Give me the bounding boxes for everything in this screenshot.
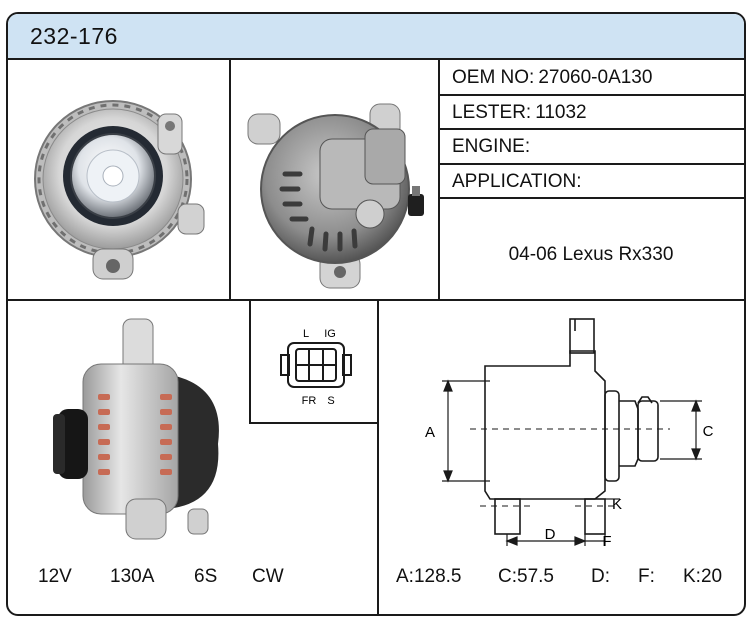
voltage-value: 12V [38,566,72,587]
oem-field: OEM NO:27060-0A130 [452,67,652,89]
divider-info-4 [438,197,744,199]
lester-field: LESTER:11032 [452,102,587,124]
pin-ig-label: IG [324,328,336,340]
header-bar: 232-176 [8,14,744,60]
rotation-value: CW [252,566,284,587]
dim-k-label: K [612,496,622,513]
dim-c-label: C [703,423,714,440]
divider-v-bottom [377,299,379,614]
rear-housing [247,103,410,289]
dim-f-label: F [602,533,611,550]
divider-info-2 [438,128,744,130]
divider-v-photos [229,58,231,299]
lester-label: LESTER: [452,102,532,123]
dim-d-label: D [545,526,556,543]
application-field: APPLICATION: [452,171,582,193]
alternator-front-photo [34,100,205,280]
dim-c-value: C:57.5 [498,566,554,587]
oem-value: 27060-0A130 [538,67,653,88]
pin-l-label: L [303,328,309,340]
dim-k-value: K:20 [683,566,723,587]
engine-field: ENGINE: [452,136,534,158]
divider-v-connector-left [249,299,251,424]
amperage-value: 130A [110,566,155,587]
application-value: 04-06 Lexus Rx330 [508,244,674,265]
pulley-value: 6S [194,566,218,587]
b-terminal [408,186,424,216]
divider-connector-bottom [249,422,379,424]
divider-middle [8,299,744,301]
part-number-title: 232-176 [30,23,118,49]
application-label: APPLICATION: [452,171,582,192]
dim-a-label: A [425,424,435,441]
dim-d-value: D: [591,566,610,587]
dim-f-value: F: [638,566,655,587]
dimension-drawing: A C D F K [425,318,714,550]
connector-diagram: L IG FR S [280,328,352,407]
lester-value: 11032 [535,102,587,123]
divider-info-1 [438,94,744,96]
pin-s-label: S [327,395,334,407]
connector-plug-icon [280,342,352,388]
pin-fr-label: FR [302,395,317,407]
alternator-side-photo [53,318,219,540]
divider-v-info [438,58,440,299]
dim-a-value: A:128.5 [396,566,462,587]
alternator-rear-photo [247,103,424,289]
pulley [63,126,163,226]
product-sheet: 232-176 OEM NO:27060-0A130 LESTER:11032 … [6,12,746,616]
side-housing [53,318,219,540]
divider-info-3 [438,163,744,165]
dimension-lines [442,379,702,546]
alternator-outline [470,318,670,535]
engine-label: ENGINE: [452,136,531,157]
oem-label: OEM NO: [452,67,535,88]
